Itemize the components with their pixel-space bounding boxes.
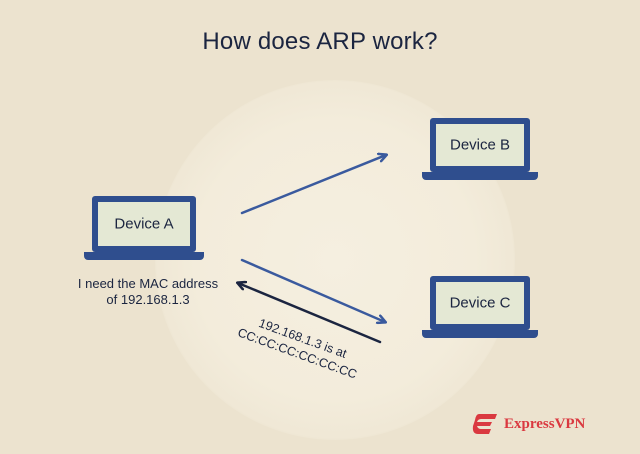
device-a-label: Device A xyxy=(114,215,174,233)
request-line-1: I need the MAC address xyxy=(77,276,219,291)
broadcast-arrow-to-c xyxy=(240,258,385,322)
device-c-base xyxy=(422,330,538,338)
page-title: How does ARP work? xyxy=(202,28,438,55)
broadcast-arrow-to-b xyxy=(240,155,386,215)
device-c-screen: Device C xyxy=(430,276,530,330)
device-c-label: Device C xyxy=(449,294,511,312)
expressvpn-logo-icon xyxy=(472,414,497,434)
device-b-label: Device B xyxy=(449,136,511,154)
device-b-laptop: Device B xyxy=(422,118,538,180)
device-b-screen: Device B xyxy=(430,118,530,172)
device-c-laptop: Device C xyxy=(422,276,538,338)
reply-arrow-to-a xyxy=(238,283,382,344)
device-b-base xyxy=(422,172,538,180)
device-a-base xyxy=(84,252,204,260)
request-line-2: of 192.168.1.3 xyxy=(106,292,190,307)
device-a-laptop: Device A xyxy=(84,196,204,260)
device-a-screen: Device A xyxy=(92,196,196,252)
brand-name: ExpressVPN xyxy=(504,416,586,432)
request-caption: I need the MAC address of 192.168.1.3 xyxy=(68,276,228,308)
